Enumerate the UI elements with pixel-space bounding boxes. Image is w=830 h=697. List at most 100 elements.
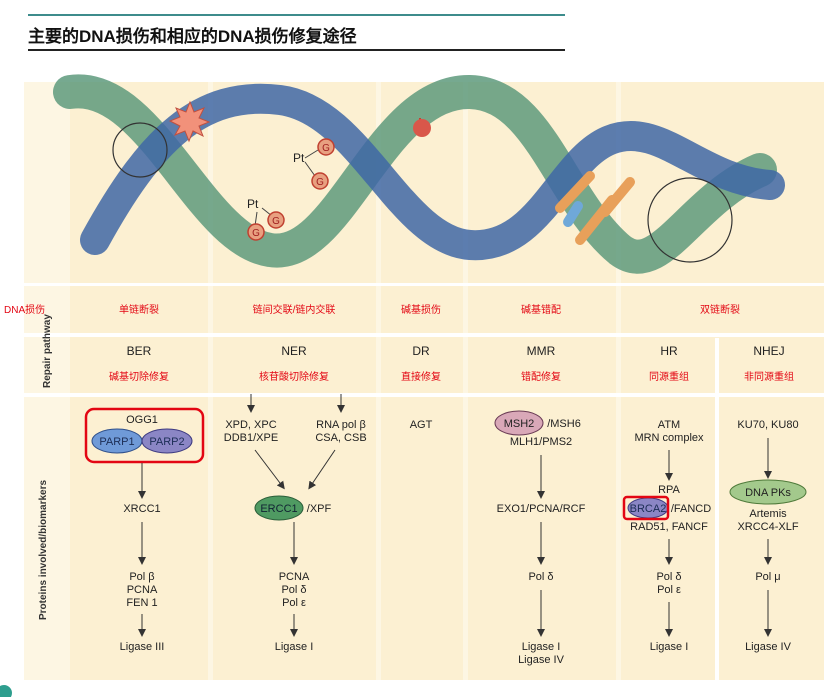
protein-pole-ner: Pol ε xyxy=(282,597,306,609)
pathway-hr: HR xyxy=(660,344,678,358)
hr-proteins: ATM MRN complex RPA BRCA2 /FANCD RAD51, … xyxy=(622,419,711,653)
guanine-label-2: G xyxy=(316,177,324,188)
background-panels xyxy=(24,82,830,680)
pathway-ner: NER xyxy=(281,344,307,358)
protein-pold-mmr: Pol δ xyxy=(528,571,553,583)
damage-dsb: 双链断裂 xyxy=(700,303,740,316)
base-pair-1 xyxy=(555,171,595,213)
protein-ligase1-mmr: Ligase I xyxy=(522,641,561,653)
platinum-adducts: Pt Pt G G G G xyxy=(247,138,335,241)
protein-polmu: Pol μ xyxy=(755,571,780,583)
protein-msh2: MSH2 xyxy=(504,418,535,430)
protein-pold-hr: Pol δ xyxy=(656,571,681,583)
row-label-damage: DNA损伤 xyxy=(4,303,45,316)
protein-pcna-ber: PCNA xyxy=(127,584,158,596)
msh2-ellipse xyxy=(494,410,544,436)
pathway-nhej: NHEJ xyxy=(753,344,784,358)
protein-ligase1-hr: Ligase I xyxy=(650,641,689,653)
pathway-cn-row: 碱基切除修复 核苷酸切除修复 直接修复 错配修复 同源重组 非同源重组 xyxy=(109,370,794,383)
protein-polb: Pol β xyxy=(129,571,154,583)
protein-ligase4-nhej: Ligase IV xyxy=(745,641,792,653)
protein-parp2: PARP2 xyxy=(149,436,184,448)
protein-rad51: RAD51, FANCF xyxy=(630,521,708,533)
damage-mmr: 碱基错配 xyxy=(521,303,561,316)
pathway-cn-hr: 同源重组 xyxy=(649,370,689,383)
protein-xrcc1: XRCC1 xyxy=(123,503,160,515)
protein-ogg1: OGG1 xyxy=(126,414,158,426)
protein-brca2: BRCA2 xyxy=(630,503,667,515)
protein-msh6: /MSH6 xyxy=(547,418,581,430)
brca2-highlight-box xyxy=(622,495,670,521)
protein-ligase3: Ligase III xyxy=(120,641,165,653)
ner-arrow-2 xyxy=(254,449,285,490)
protein-xpd: XPD, XPC xyxy=(225,419,276,431)
protein-ercc1: ERCC1 xyxy=(260,503,297,515)
band-3 xyxy=(24,393,830,397)
pathway-cn-ner: 核苷酸切除修复 xyxy=(259,370,329,383)
protein-ddb1: DDB1/XPE xyxy=(224,432,278,444)
title-top-rule xyxy=(28,14,565,16)
pt-bond-2 xyxy=(304,161,316,177)
damage-star-icon xyxy=(168,100,211,143)
pt-label-2: Pt xyxy=(247,197,259,211)
pathway-mmr: MMR xyxy=(527,344,556,358)
ber-proteins: OGG1 PARP1 PARP2 XRCC1 Pol β PCNA FEN 1 … xyxy=(84,407,205,653)
ercc1-ellipse xyxy=(254,495,304,521)
guanine-icon-1 xyxy=(317,138,335,156)
guanine-label-4: G xyxy=(272,216,280,227)
protein-xrcc4: XRCC4-XLF xyxy=(737,521,798,533)
protein-csa: CSA, CSB xyxy=(315,432,366,444)
protein-atm: ATM xyxy=(658,419,680,431)
pathway-dr: DR xyxy=(412,344,430,358)
protein-xpf: /XPF xyxy=(307,503,332,515)
guanine-label-3: G xyxy=(252,228,260,239)
protein-rpa: RPA xyxy=(658,484,680,496)
protein-mlh1: MLH1/PMS2 xyxy=(510,436,572,448)
guanine-icon-4 xyxy=(267,211,285,229)
protein-ku: KU70, KU80 xyxy=(737,419,798,431)
protein-ligase1-ner: Ligase I xyxy=(275,641,314,653)
blue-strand xyxy=(80,83,785,261)
pathway-cn-nhej: 非同源重组 xyxy=(744,370,794,383)
protein-fen1: FEN 1 xyxy=(126,597,157,609)
mmr-proteins: MSH2 /MSH6 MLH1/PMS2 EXO1/PCNA/RCF Pol δ… xyxy=(494,410,586,666)
pathway-cn-mmr: 错配修复 xyxy=(521,370,561,383)
dna-helix xyxy=(53,74,785,274)
base-pair-3 xyxy=(600,177,635,217)
protein-dnapk: DNA PKs xyxy=(745,487,791,499)
break-circle-ssb xyxy=(112,122,168,178)
pathway-row: BER NER DR MMR HR NHEJ xyxy=(127,344,785,358)
guanine-icon-3 xyxy=(247,223,265,241)
corner-dot xyxy=(0,685,12,697)
parp2-ellipse xyxy=(141,428,193,454)
guanine-label-1: G xyxy=(322,143,330,154)
protein-artemis: Artemis xyxy=(749,508,787,520)
band-2 xyxy=(24,333,830,337)
pathway-ber: BER xyxy=(127,344,152,358)
protein-mrn: MRN complex xyxy=(634,432,704,444)
dnapk-ellipse xyxy=(729,479,807,505)
protein-exo1: EXO1/PCNA/RCF xyxy=(497,503,586,515)
protein-agt: AGT xyxy=(410,419,433,431)
pt-bond-1 xyxy=(304,149,319,159)
protein-fancd: /FANCD xyxy=(671,503,711,515)
ner-proteins: XPD, XPC DDB1/XPE RNA pol β CSA, CSB ERC… xyxy=(224,394,367,653)
protein-pole-hr: Pol ε xyxy=(657,584,681,596)
pathway-cn-dr: 直接修复 xyxy=(401,370,441,383)
damage-row: 单链断裂 链间交联/链内交联 碱基损伤 碱基错配 双链断裂 xyxy=(119,303,740,316)
dr-proteins: AGT xyxy=(410,419,433,431)
page-title: 主要的DNA损伤和相应的DNA损伤修复途径 xyxy=(28,27,357,46)
row-label-repair-pathway: Repair pathway xyxy=(42,314,53,388)
damage-ner: 链间交联/链内交联 xyxy=(253,303,336,316)
pathway-cn-ber: 碱基切除修复 xyxy=(109,370,169,383)
parp-highlight-box xyxy=(84,407,205,464)
protein-ligase4-mmr: Ligase IV xyxy=(518,654,565,666)
break-circle-dsb xyxy=(647,177,733,263)
protein-rnapol: RNA pol β xyxy=(316,419,366,431)
protein-pold-ner: Pol δ xyxy=(281,584,306,596)
row-label-proteins: Proteins involved/biomarkers xyxy=(38,480,49,620)
protein-pcna-ner: PCNA xyxy=(279,571,310,583)
green-strand xyxy=(53,74,777,274)
title-bottom-rule xyxy=(28,49,565,51)
